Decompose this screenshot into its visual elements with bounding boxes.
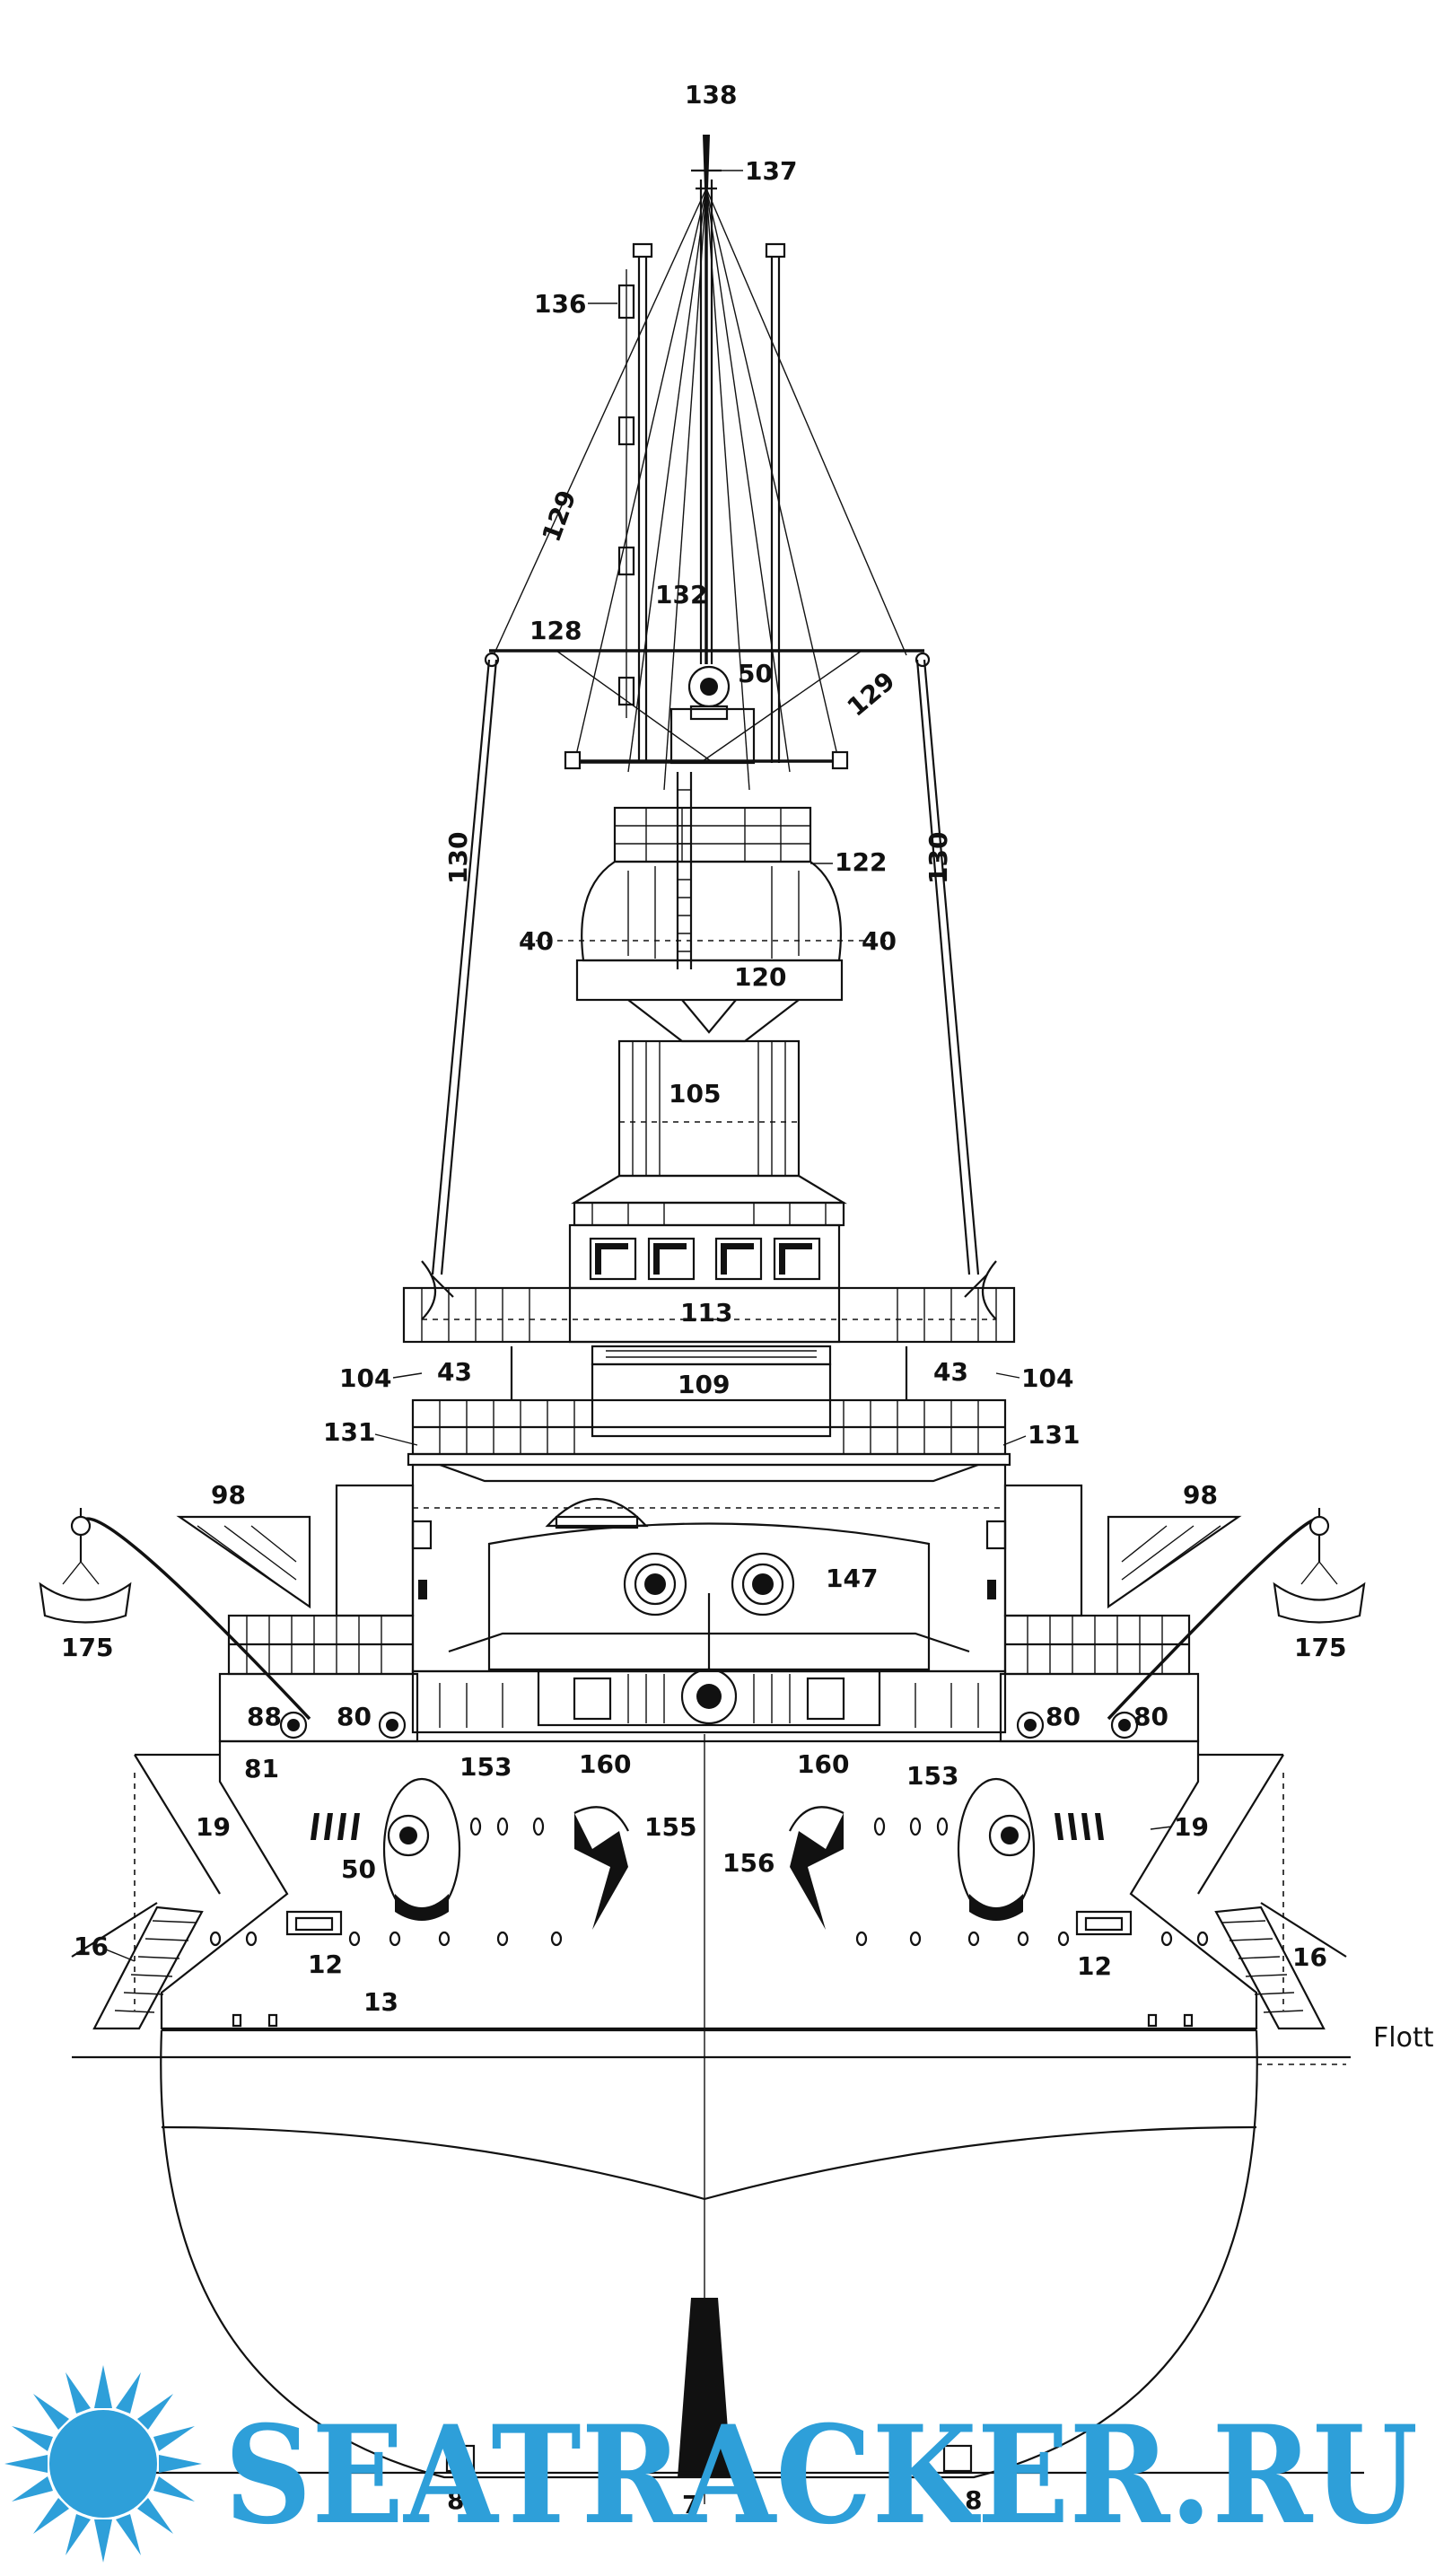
- label-130-right: 130: [923, 832, 953, 884]
- label-113: 113: [680, 1298, 732, 1327]
- boat-davit-right: [1107, 1508, 1366, 1721]
- watermark: SEATRACKER.RU: [4, 2365, 1418, 2563]
- label-8-left: 8: [447, 2485, 464, 2515]
- label-120: 120: [734, 962, 786, 992]
- label-80-left: 80: [337, 1702, 372, 1731]
- waterline-note: Flott: [1373, 2022, 1434, 2054]
- label-160-left: 160: [579, 1749, 631, 1779]
- callout-labels: 138 137 136 129 132 128 50 129 130 130 1…: [61, 80, 1434, 2519]
- label-16-left: 16: [74, 1932, 109, 1961]
- label-43-left: 43: [437, 1357, 472, 1387]
- label-131-right: 131: [1028, 1420, 1080, 1450]
- label-7: 7: [682, 2490, 699, 2519]
- label-104-right: 104: [1021, 1363, 1073, 1393]
- label-98-left: 98: [211, 1480, 246, 1510]
- label-80-right: 80: [1133, 1702, 1168, 1731]
- label-153-right: 153: [906, 1761, 958, 1791]
- label-12-left: 12: [308, 1950, 343, 1979]
- label-13: 13: [363, 1987, 398, 2017]
- watermark-text: SEATRACKER.RU: [224, 2396, 1418, 2554]
- label-155: 155: [644, 1812, 696, 1842]
- accommodation-ladder-left: [71, 1902, 204, 2030]
- label-81: 81: [244, 1754, 279, 1783]
- label-160-right: 160: [797, 1749, 849, 1779]
- accommodation-ladder-right: [1214, 1902, 1347, 2030]
- label-156: 156: [722, 1848, 775, 1878]
- boat-davit-left: [39, 1508, 311, 1721]
- superstructure: [411, 1463, 1007, 1673]
- top-searchlight: [687, 665, 731, 721]
- label-12-right: 12: [1077, 1951, 1112, 1981]
- label-16-right: 16: [1292, 1942, 1327, 1972]
- anchor-right: [789, 1806, 845, 1930]
- upper-bridge-wings: [402, 1260, 1016, 1344]
- label-138: 138: [685, 80, 737, 110]
- label-132: 132: [655, 580, 707, 609]
- label-175-right: 175: [1294, 1633, 1346, 1662]
- label-19-right: 19: [1174, 1812, 1209, 1842]
- label-105: 105: [669, 1079, 721, 1108]
- underwater-hull: [72, 2029, 1364, 2479]
- label-43-right: 43: [933, 1357, 968, 1387]
- label-40-right: 40: [862, 926, 897, 956]
- upper-hull: [134, 1734, 1284, 2504]
- anchor-left: [573, 1806, 629, 1930]
- crosstrees: [564, 707, 849, 770]
- fairleads: [285, 1910, 1133, 1936]
- label-129-left: 129: [537, 486, 582, 546]
- label-88: 88: [247, 1702, 282, 1731]
- label-19-left: 19: [196, 1812, 231, 1842]
- label-136: 136: [534, 289, 586, 319]
- label-50-hull: 50: [341, 1854, 376, 1884]
- waterline: [72, 2028, 1351, 2065]
- label-98-right: 98: [1183, 1480, 1218, 1510]
- label-50-top: 50: [738, 659, 773, 688]
- label-153-left: 153: [459, 1752, 512, 1782]
- label-80-mid: 80: [1046, 1702, 1081, 1731]
- rigging-stays: [493, 188, 907, 791]
- windlass-machinery: [537, 1668, 881, 1727]
- label-175-left: 175: [61, 1633, 113, 1662]
- fighting-top: [525, 772, 893, 1043]
- label-128: 128: [529, 616, 582, 645]
- bow-searchlight-right: [957, 1777, 1036, 1921]
- navigating-deck: [407, 1346, 1011, 1483]
- topmast-poles: [632, 242, 786, 763]
- label-8-right: 8: [965, 2485, 982, 2515]
- military-mast-lower: [571, 1039, 847, 1227]
- label-122: 122: [835, 847, 887, 877]
- label-104-left: 104: [339, 1363, 391, 1393]
- label-109: 109: [678, 1370, 730, 1399]
- bow-searchlight-left: [382, 1777, 461, 1921]
- label-40-left: 40: [519, 926, 554, 956]
- sun-logo: [4, 2365, 202, 2563]
- label-147: 147: [826, 1564, 878, 1593]
- main-shrouds: [431, 659, 980, 1275]
- scuttles: [209, 1817, 1209, 2028]
- forecastle-rails: [227, 1484, 1191, 1676]
- label-129-right: 129: [842, 666, 901, 723]
- label-130-left: 130: [443, 832, 473, 884]
- label-131-left: 131: [323, 1417, 375, 1447]
- label-137: 137: [745, 156, 797, 186]
